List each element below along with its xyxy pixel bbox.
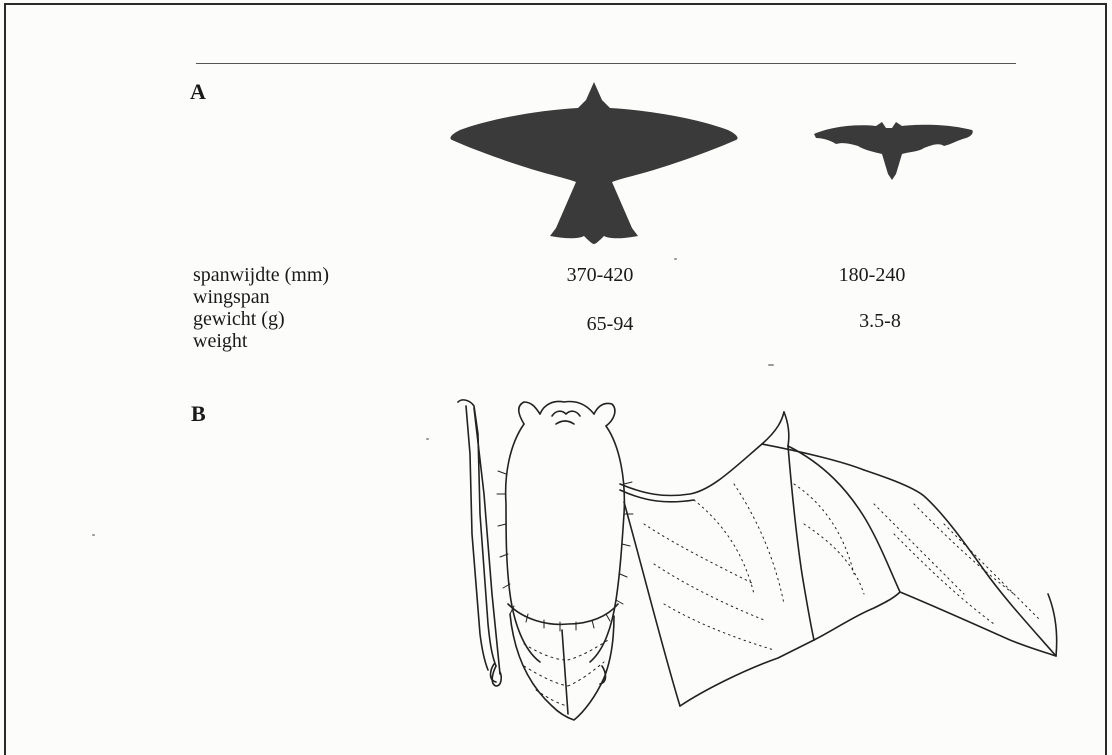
scan-speck: [674, 258, 677, 260]
scan-speck: [92, 534, 95, 536]
bat-weight-value: 3.5-8: [840, 311, 920, 331]
panel-a-label: A: [190, 81, 206, 103]
weight-label-dutch: gewicht (g): [193, 309, 285, 329]
bird-silhouette-icon: [446, 78, 742, 244]
weight-label-english: weight: [193, 331, 247, 351]
top-rule: [196, 63, 1016, 64]
panel-b-label: B: [191, 403, 206, 425]
bat-silhouette-icon: [812, 118, 976, 184]
bat-drawing-icon: [444, 394, 1084, 724]
scan-speck: [768, 364, 774, 366]
bat-wingspan-value: 180-240: [812, 265, 932, 285]
bird-wingspan-value: 370-420: [540, 265, 660, 285]
bird-weight-value: 65-94: [560, 314, 660, 334]
wingspan-label-english: wingspan: [193, 287, 270, 307]
wingspan-label-dutch: spanwijdte (mm): [193, 265, 329, 285]
scan-speck: [426, 438, 429, 440]
